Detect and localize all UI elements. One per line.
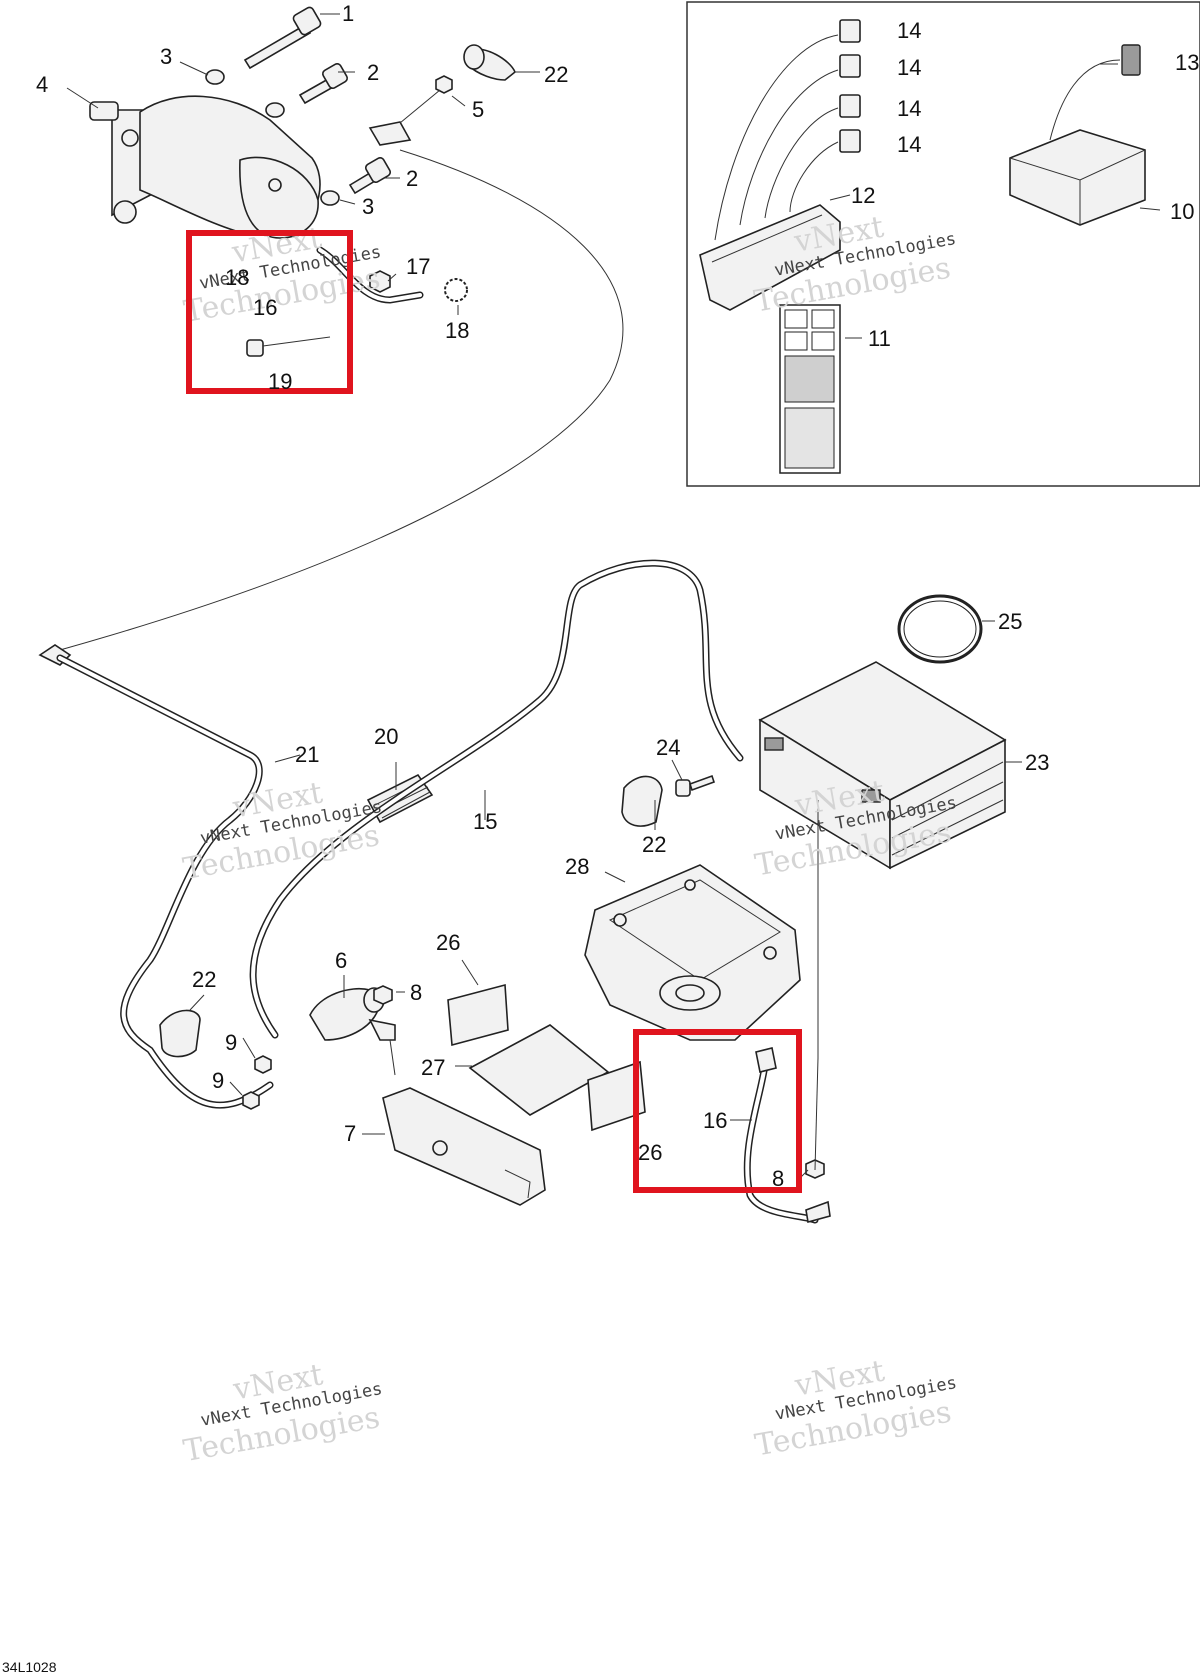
battery: [758, 661, 1007, 870]
bolt-long: [243, 6, 322, 70]
nut-9-lower: [242, 1091, 260, 1110]
label-part-2-upper: 2: [367, 60, 379, 85]
label-part-16-a: 16: [253, 295, 277, 320]
washer-mid: [265, 102, 285, 118]
label-part-8-lower: 8: [772, 1166, 784, 1191]
figure-code: 34L1028: [2, 1659, 57, 1675]
terminal-boot-left: [159, 1009, 201, 1058]
label-part-8-upper: 8: [410, 980, 422, 1005]
label-part-19: 19: [268, 369, 292, 394]
star-washer-18: [444, 278, 468, 302]
watermark-mid-left: vNext vNext Technologies Technologies: [180, 775, 383, 887]
ring-terminal-top: [368, 121, 412, 146]
nut-9-upper: [254, 1055, 272, 1074]
washer-upper: [205, 69, 225, 85]
watermark-bottom-left: vNext vNext Technologies Technologies: [181, 1357, 384, 1469]
label-part-24: 24: [656, 735, 680, 760]
starter-motor: [89, 95, 321, 239]
label-part-4: 4: [36, 72, 48, 97]
label-part-14-c: 14: [897, 96, 921, 121]
label-part-26-upper: 26: [436, 930, 460, 955]
label-part-25: 25: [998, 609, 1022, 634]
label-part-15: 15: [473, 809, 497, 834]
label-part-17: 17: [406, 254, 430, 279]
label-part-9-upper: 9: [225, 1030, 237, 1055]
label-part-20: 20: [374, 724, 398, 749]
label-part-10: 10: [1170, 199, 1194, 224]
label-part-6: 6: [335, 948, 347, 973]
label-part-18-a: 18: [225, 265, 249, 290]
watermark-top-left: vNext vNext Technologies Technologies: [181, 220, 383, 329]
label-part-23: 23: [1025, 750, 1049, 775]
washer-lower: [320, 190, 340, 206]
label-part-2-lower: 2: [406, 166, 418, 191]
foam-pad-lower: [587, 1060, 646, 1132]
label-part-14-d: 14: [897, 132, 921, 157]
starter-solenoid: [309, 987, 396, 1076]
ground-strap: [38, 644, 274, 1109]
solenoid-cover: [382, 1087, 546, 1206]
bolt-short-lower: [348, 157, 391, 195]
bolt-short-upper: [298, 63, 348, 105]
label-part-1: 1: [342, 1, 354, 26]
fuse-box-cover: [699, 204, 841, 311]
leader-lines: [66, 13, 1161, 1179]
ground-cable-line: [59, 149, 624, 651]
label-part-16-b: 16: [703, 1108, 727, 1133]
terminal-boot-mid: [621, 775, 663, 827]
label-part-9-lower: 9: [212, 1068, 224, 1093]
label-part-3-upper: 3: [160, 44, 172, 69]
label-part-12: 12: [851, 183, 875, 208]
fuses: [839, 19, 861, 153]
label-part-5: 5: [472, 97, 484, 122]
foam-pad-upper: [447, 983, 509, 1047]
nut-small: [435, 75, 453, 94]
label-part-22-mid: 22: [642, 832, 666, 857]
label-part-26-lower: 26: [638, 1140, 662, 1165]
label-part-18-b: 18: [445, 318, 469, 343]
terminal-bolt: [675, 774, 716, 797]
fuse-block: [1009, 129, 1146, 226]
highlight-box-upper: [186, 230, 353, 394]
highlight-box-lower: [633, 1029, 802, 1193]
watermark-bottom-right: vNext vNext Technologies Technologies: [752, 1354, 958, 1464]
battery-tray: [584, 864, 801, 1041]
label-part-3-lower: 3: [362, 194, 374, 219]
terminal-boot-top: [463, 44, 516, 81]
label-part-11: 11: [868, 326, 891, 351]
label-part-13: 13: [1175, 50, 1199, 75]
label-part-7: 7: [344, 1121, 356, 1146]
relay: [1121, 44, 1141, 76]
nut-17: [369, 270, 391, 293]
screw-19: [246, 336, 331, 357]
nut-8-upper: [373, 985, 393, 1005]
label-part-22-left: 22: [192, 967, 216, 992]
o-ring: [897, 594, 983, 664]
label-part-22-top: 22: [544, 62, 568, 87]
insulation-sheet: [468, 1024, 610, 1116]
inset-frame: [686, 1, 1200, 487]
label-part-21: 21: [295, 742, 319, 767]
label-part-28: 28: [565, 854, 589, 879]
label-part-14-b: 14: [897, 55, 921, 80]
label-part-27: 27: [421, 1055, 445, 1080]
label-part-14-a: 14: [897, 18, 921, 43]
watermark-top-right: vNext vNext Technologies Technologies: [752, 210, 958, 320]
